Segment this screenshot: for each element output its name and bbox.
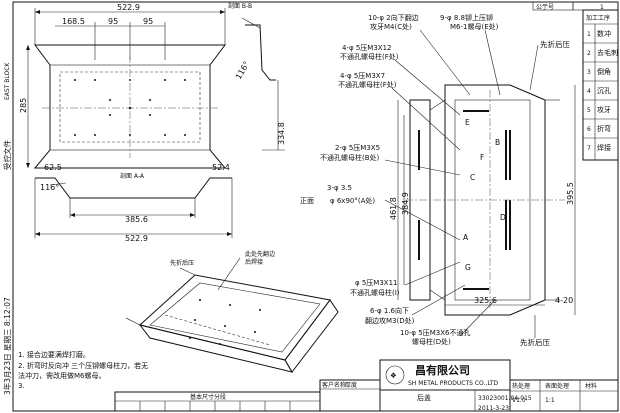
letter-d: D (500, 213, 506, 222)
callout-2: 9-φ 8.8铆上压铆 (440, 13, 493, 22)
process-index-1: 1 (587, 31, 591, 38)
process-index-2: 2 (587, 50, 591, 57)
process-index-3: 3 (587, 69, 591, 76)
heat-treatment-label: 热处理 (512, 382, 530, 390)
part-name: 后盖 (417, 393, 431, 402)
surface-label: 表面处理 (545, 382, 569, 390)
dim-62: 62.5 (44, 163, 62, 172)
callout-9: 6-φ 1.6向下 (370, 306, 409, 315)
controlled-doc-label: 受控文件 (2, 140, 12, 170)
process-title: 加工工序 (586, 14, 610, 22)
drawing-border (12, 1, 619, 412)
dim-385: 385.6 (125, 215, 148, 224)
top-view: 522.9 168.5 95 95 285 剖面 B-B (19, 2, 286, 169)
version-text: V1.0 (512, 397, 526, 404)
logo-mark: ❖ (390, 371, 397, 380)
callout-7: 正面 (300, 197, 314, 205)
callout-7b: φ 6x90°(A处) (330, 196, 375, 205)
process-index-5: 5 (587, 107, 591, 114)
dim-285: 285 (19, 98, 28, 113)
letter-b: B (495, 138, 500, 147)
dim-95a: 95 (108, 17, 118, 26)
section-aa-label: 剖面 A-A (120, 172, 145, 180)
process-step-6: 折弯 (597, 124, 611, 133)
thickness-label: 厚度 (345, 381, 357, 389)
letter-g: G (465, 263, 471, 272)
callout-5: 2-φ 5压M3X5 (335, 144, 380, 152)
dim-52: 52.4 (212, 163, 230, 172)
left-sidebar: 3年3月23日 星期三 8:12:07 受控文件 EAST BLOCK (2, 2, 14, 411)
company-name-en: SH METAL PRODUCTS CO.,LTD (408, 380, 499, 387)
note-1: 1. 接合边要满焊打磨。 (18, 350, 90, 359)
note-3: 3. (18, 382, 25, 390)
dim-384: 384.9 (401, 192, 410, 215)
callout-5b: 不通孔螺母柱(B处) (320, 153, 380, 162)
callout-1: 10-φ 2向下翻边 (368, 13, 419, 22)
iso-fold-label: 先折后压 (170, 259, 194, 267)
dim-461: 461.8 (389, 197, 398, 220)
fold-note-bottom: 先折后压 (520, 337, 550, 347)
section-bb-label: 剖面 B-B (228, 2, 252, 10)
dim-overall-width: 522.9 (117, 3, 140, 12)
note-2b: 法冲刀，需改用做M6螺母。 (18, 371, 106, 380)
process-step-5: 攻牙 (597, 105, 611, 114)
dim-116b: 116° (234, 60, 251, 81)
drawing-date: 2011-3-23 (478, 405, 509, 412)
callout-3: 4-φ 5压M3X12 (342, 44, 391, 52)
letter-c: C (470, 173, 475, 182)
iso-callout-1b: 后焊接 (245, 258, 263, 266)
callout-3b: 不通孔螺母柱(F处) (340, 52, 399, 61)
stamp-tag-text: 公亍号 (536, 4, 554, 11)
process-index-7: 7 (587, 145, 591, 152)
title-block: 基本尺寸分段 客户名称 厚度 ❖ 昌有限公司 SH METAL PRODUCTS… (114, 359, 619, 412)
stamp-text: EAST BLOCK (4, 62, 11, 100)
letter-a: A (463, 233, 469, 242)
iso-callout-1: 此处先翻边 (245, 250, 275, 258)
process-step-7: 焊接 (597, 143, 611, 152)
drawing-number: 33023001.04-015 (478, 395, 532, 402)
process-step-3: 倒角 (597, 67, 611, 76)
notes-block: 1. 接合边要满焊打磨。 2. 折弯时反向冲 三个压铆螺母柱刀，若无 法冲刀，需… (18, 350, 148, 390)
callout-10b: 螺母柱(D处) (412, 337, 451, 346)
timestamp-text: 3年3月23日 星期三 8:12:07 (2, 297, 12, 395)
process-index-4: 4 (587, 88, 591, 95)
dim-116: 116° (40, 183, 59, 192)
process-step-2: 去毛刺 (597, 48, 618, 57)
dim-334: 334.8 (277, 122, 286, 145)
company-name: 昌有限公司 (415, 363, 470, 377)
dim-168: 168.5 (62, 17, 85, 26)
customer-label: 客户名称 (322, 381, 346, 389)
callout-6: 3-φ 3.5 (327, 184, 352, 192)
process-step-1: 数冲 (597, 29, 611, 38)
iso-view: 此处先翻边 后焊接 先折后压 (125, 250, 339, 373)
scale-text: 1:1 (545, 397, 555, 404)
section-aa-view: 62.5 52.4 剖面 A-A 116° 385.6 522.9 (34, 163, 233, 243)
material-label: 材料 (585, 382, 597, 390)
dim-522b: 522.9 (125, 234, 148, 243)
callout-4: 4-φ 5压M3X7 (340, 72, 385, 80)
note-2: 2. 折弯时反向冲 三个压铆螺母柱刀，若无 (18, 361, 148, 370)
dim-95b: 95 (143, 17, 153, 26)
callout-9b: 翻边攻M3(D处) (365, 316, 415, 325)
callout-8: φ 5压M3X11 (355, 279, 398, 287)
sheet-number: 1 (600, 4, 604, 11)
callout-2b: M6-1螺母(E处) (450, 22, 499, 31)
letter-e: E (465, 118, 470, 127)
letter-f: F (480, 153, 484, 162)
callout-10: 10-φ 5压M3X6不通孔 (400, 328, 470, 337)
right-view: E F B C D A G 461.8 384.9 395.5 325.6 4-… (300, 13, 576, 347)
process-index-6: 6 (587, 126, 591, 133)
callout-4b: 不通孔螺母柱(F处) (338, 80, 397, 89)
process-table: 加工工序 1 2 3 4 5 6 7 数冲 去毛刺 倒角 沉孔 攻牙 折弯 焊接 (582, 9, 619, 161)
callout-1b: 攻牙M4(C处) (370, 22, 412, 31)
fold-note-top: 先折后压 (540, 39, 570, 49)
dim-395: 395.5 (566, 182, 575, 205)
dim-table-title: 基本尺寸分段 (190, 393, 226, 401)
callout-8b: 不通孔螺母柱(I) (350, 288, 400, 297)
dim-4-20: 4-20 (555, 296, 573, 305)
process-step-4: 沉孔 (597, 87, 611, 95)
dim-325: 325.6 (474, 296, 497, 305)
